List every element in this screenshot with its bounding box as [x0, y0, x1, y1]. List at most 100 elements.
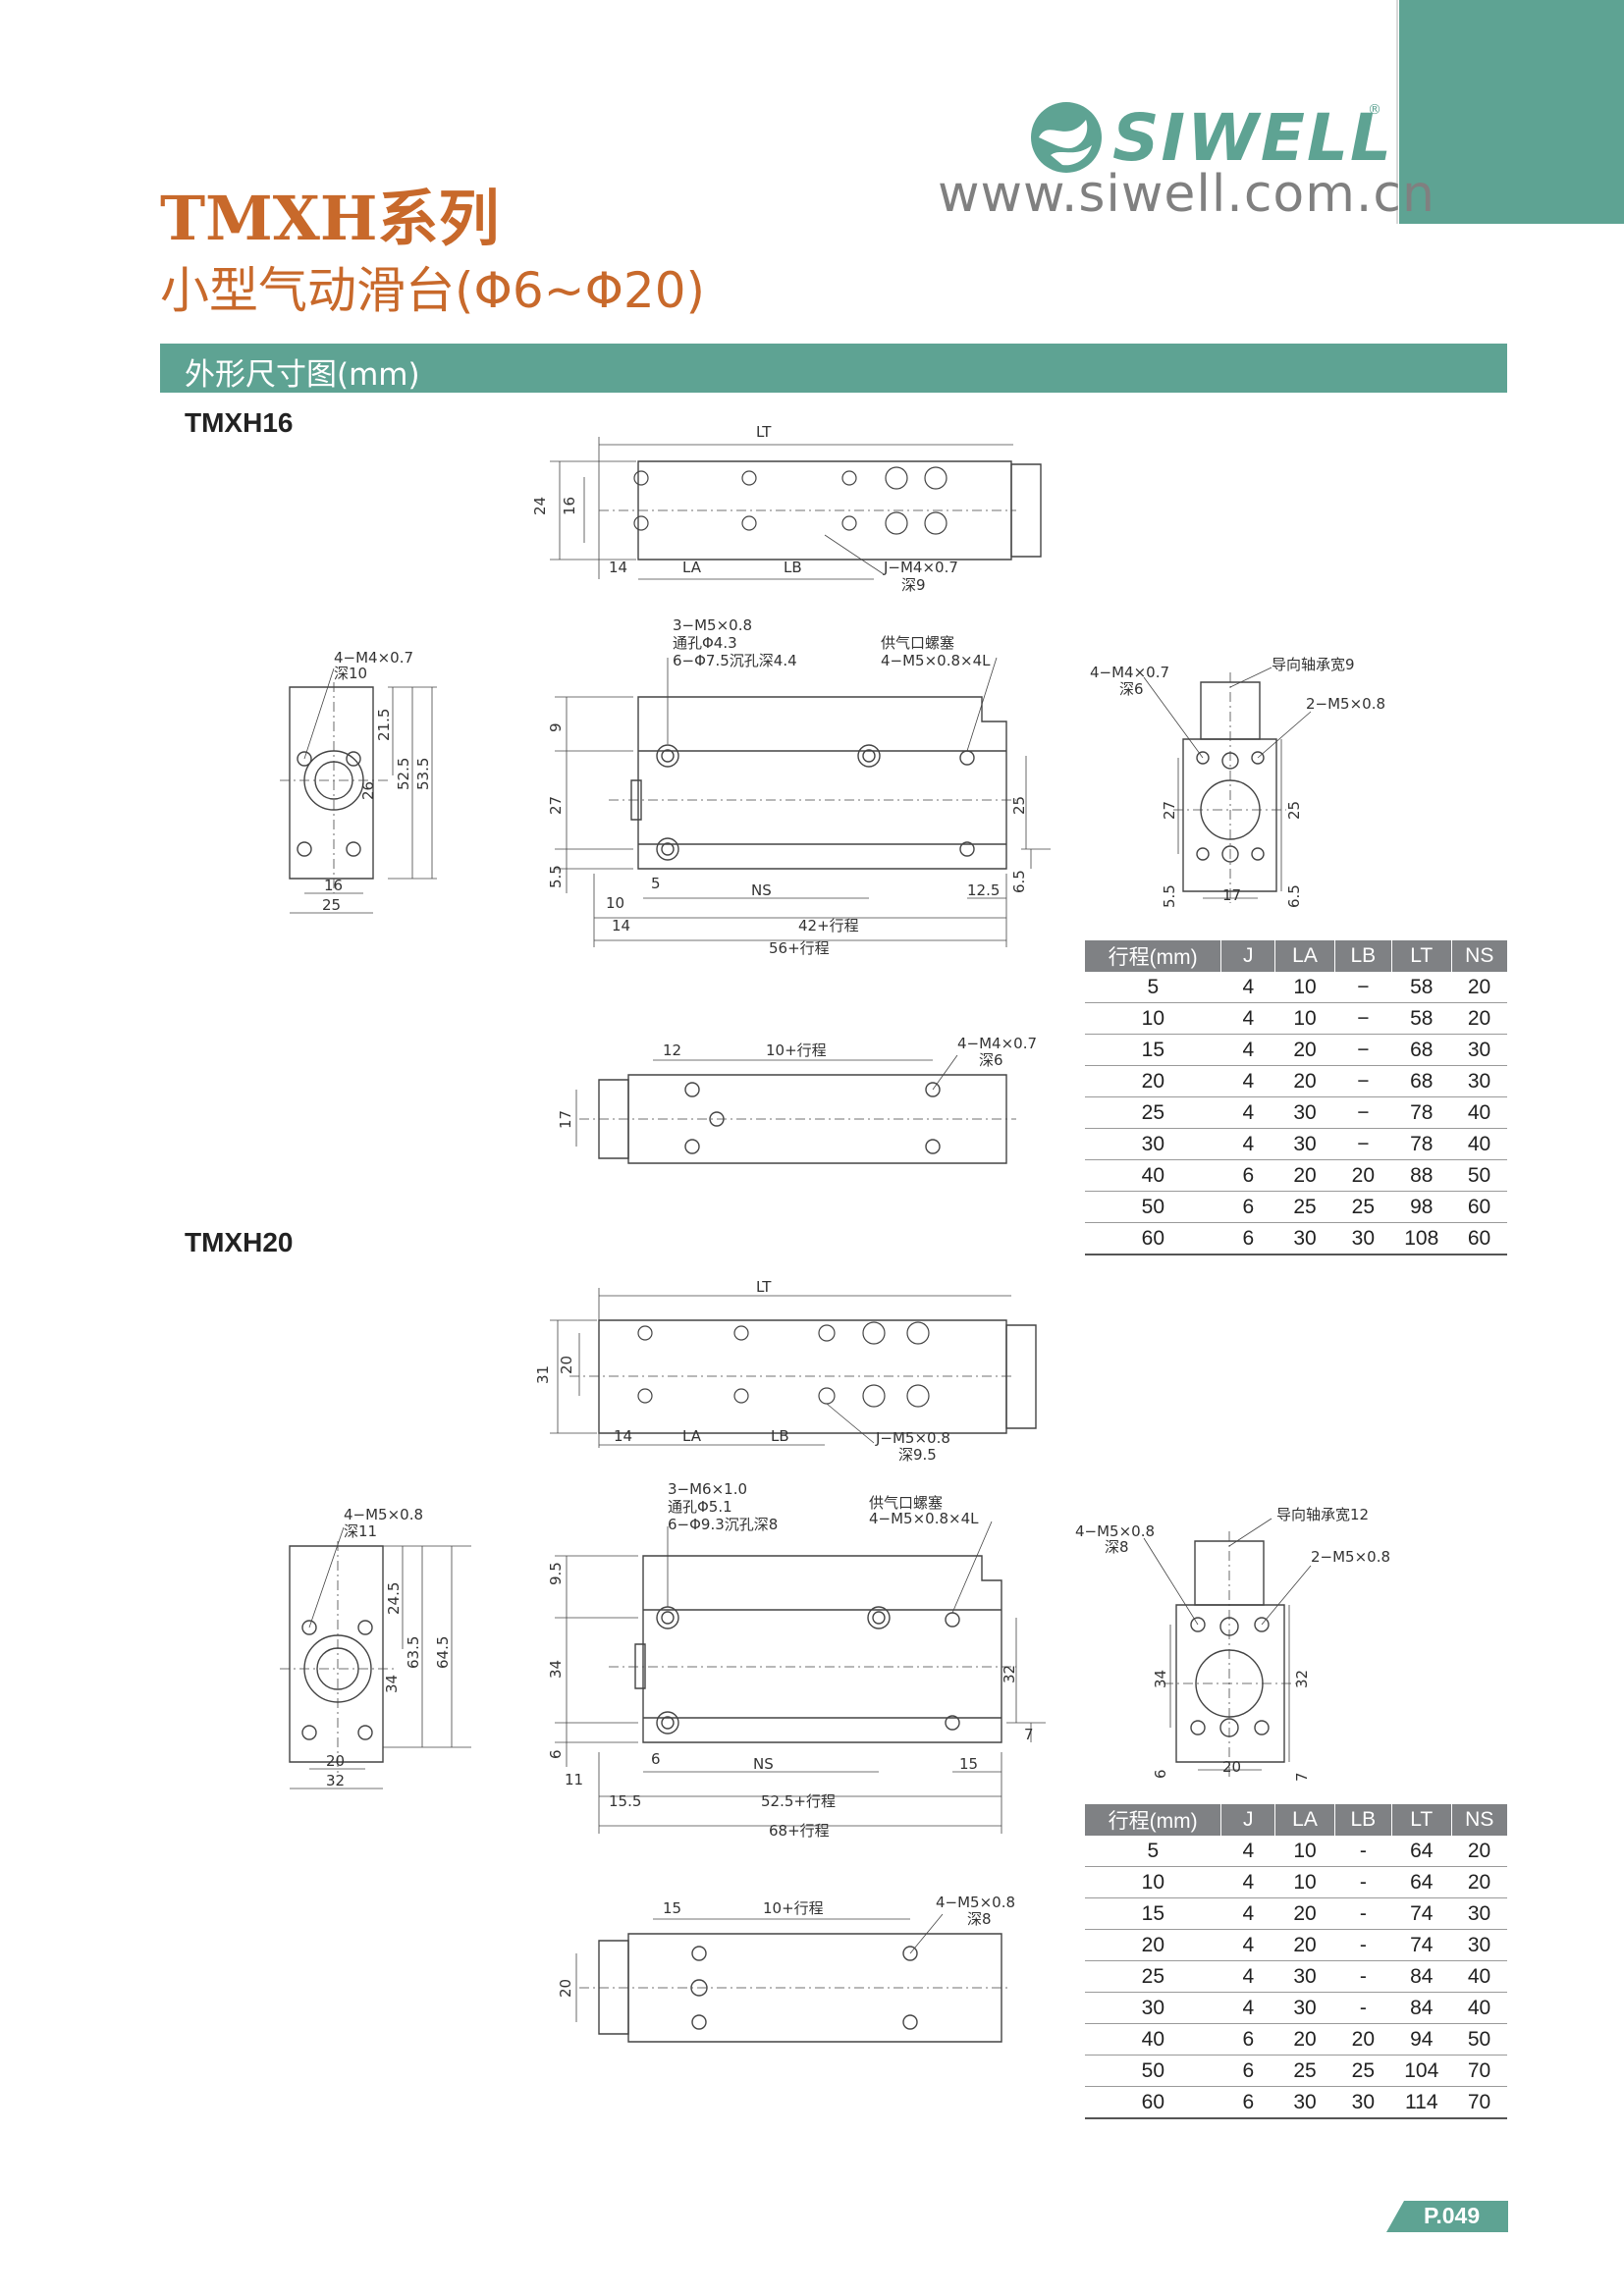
table-header: 行程(mm)	[1085, 940, 1222, 972]
table-cell: 20	[1274, 2023, 1335, 2056]
dim-label: 4−M5×0.8	[344, 1506, 423, 1523]
table-cell: 4	[1220, 1034, 1275, 1066]
table-cell: 10	[1274, 1866, 1335, 1898]
table-cell: 30	[1274, 1992, 1335, 2024]
table-cell: 6	[1220, 1159, 1275, 1192]
table-cell: 68	[1391, 1034, 1452, 1066]
dim-label: 4−M5×0.8×4L	[881, 652, 991, 669]
dim-label: 52.5	[395, 758, 412, 790]
table-cell: 88	[1391, 1159, 1452, 1192]
table-cell: 6	[1220, 2023, 1275, 2056]
dim-label: 深6	[979, 1051, 1003, 1069]
table-cell: 4	[1220, 1128, 1275, 1160]
dim-label: 2−M5×0.8	[1311, 1548, 1390, 1566]
table-cell: 30	[1274, 2086, 1335, 2119]
table-cell: 20	[1274, 1065, 1335, 1097]
table-cell: 40	[1085, 1159, 1221, 1192]
table-cell: 4	[1220, 1002, 1275, 1035]
dim-label: 通孔Φ4.3	[673, 634, 737, 652]
dim-label: 32	[1293, 1670, 1311, 1688]
table-cell: 25	[1085, 1096, 1221, 1129]
table-cell: 74	[1391, 1929, 1452, 1961]
dim-label: LB	[771, 1427, 789, 1445]
table-cell: 4	[1220, 1897, 1275, 1930]
dim-label: 7	[1024, 1726, 1034, 1743]
brand-name: SIWELL	[1112, 99, 1394, 176]
dim-label: 6	[547, 1749, 565, 1759]
table-header-row: 行程(mm) J LA LB LT NS	[1085, 940, 1507, 972]
table-header: 行程(mm)	[1085, 1804, 1222, 1836]
table-cell: 4	[1220, 1866, 1275, 1898]
section-title: 外形尺寸图(mm)	[185, 357, 420, 393]
dim-label: 32	[326, 1772, 345, 1789]
dim-label: 供气口螺塞	[881, 634, 954, 652]
table-cell: -	[1334, 1992, 1392, 2024]
table-cell: 10	[1274, 1002, 1335, 1035]
table-cell: 30	[1274, 1960, 1335, 1993]
model-name: TMXH20	[185, 1227, 294, 1257]
table-cell: 30	[1451, 1034, 1507, 1066]
dim-label: 20	[1222, 1758, 1241, 1776]
dim-label: 深6	[1119, 680, 1144, 698]
table-cell: 64	[1391, 1866, 1452, 1898]
table-cell: 98	[1391, 1191, 1452, 1223]
dim-label: 42+行程	[798, 917, 859, 934]
dim-label: 16	[561, 497, 578, 515]
table-cell: 70	[1451, 2086, 1507, 2119]
table-cell: 30	[1334, 1222, 1392, 1255]
dim-label: 16	[324, 877, 343, 894]
table-cell: 84	[1391, 1992, 1452, 2024]
dim-label: 3−M6×1.0	[668, 1480, 747, 1498]
dim-label: LT	[756, 1278, 772, 1296]
page-number-badge: P.049	[1386, 2201, 1508, 2232]
table-cell: 10	[1085, 1002, 1221, 1035]
dim-label: 25	[1285, 801, 1303, 820]
table-header: J	[1220, 1804, 1276, 1836]
dim-label: 15	[959, 1755, 978, 1773]
tmxh20-side-view-drawing: 3−M6×1.0 通孔Φ5.1 6−Φ9.3沉孔深8 供气口螺塞 4−M5×0.…	[547, 1480, 1065, 1840]
dim-label: 深10	[334, 665, 367, 682]
dim-label: 10	[606, 894, 624, 912]
dim-label: 56+行程	[769, 939, 830, 957]
table-header: LT	[1391, 1804, 1452, 1836]
dim-label: J−M5×0.8	[875, 1429, 950, 1447]
dim-label: J−M4×0.7	[883, 559, 958, 576]
table-cell: 6	[1220, 2055, 1275, 2087]
table-cell: 50	[1085, 2055, 1221, 2087]
dim-label: 12.5	[967, 881, 1000, 899]
table-cell: 20	[1334, 2023, 1392, 2056]
table-cell: 25	[1274, 1191, 1335, 1223]
website-url[interactable]: www.siwell.com.cn	[938, 165, 1435, 224]
dim-label: 17	[1222, 886, 1241, 904]
dim-label: 2−M5×0.8	[1306, 695, 1385, 713]
dim-label: 15.5	[609, 1792, 641, 1810]
table-cell: 5	[1085, 972, 1221, 1003]
dim-label: 深8	[967, 1910, 992, 1928]
table-cell: 60	[1085, 1222, 1221, 1255]
dim-label: 导向轴承宽9	[1272, 656, 1355, 673]
table-cell: -	[1334, 1929, 1392, 1961]
table-header: NS	[1451, 940, 1507, 972]
tmxh20-top-view-drawing: LT 31 20 14 LA LB J−M5×0.8 深9.5	[534, 1278, 1060, 1464]
table-cell: 20	[1451, 1836, 1507, 1867]
table-cell: 68	[1391, 1065, 1452, 1097]
dim-label: 6−Φ7.5沉孔深4.4	[673, 652, 797, 669]
table-cell: 30	[1451, 1897, 1507, 1930]
dim-label: 5.5	[547, 865, 565, 888]
siwell-logo: SIWELL ®	[1026, 98, 1393, 177]
table-cell: 20	[1274, 1159, 1335, 1192]
corner-divider	[1396, 0, 1398, 224]
table-header: LA	[1274, 940, 1335, 972]
dim-label: 17	[557, 1110, 574, 1129]
tmxh16-side-view-drawing: 3−M5×0.8 通孔Φ4.3 6−Φ7.5沉孔深4.4 供气口螺塞 4−M5×…	[547, 616, 1065, 957]
table-cell: −	[1334, 1096, 1392, 1129]
